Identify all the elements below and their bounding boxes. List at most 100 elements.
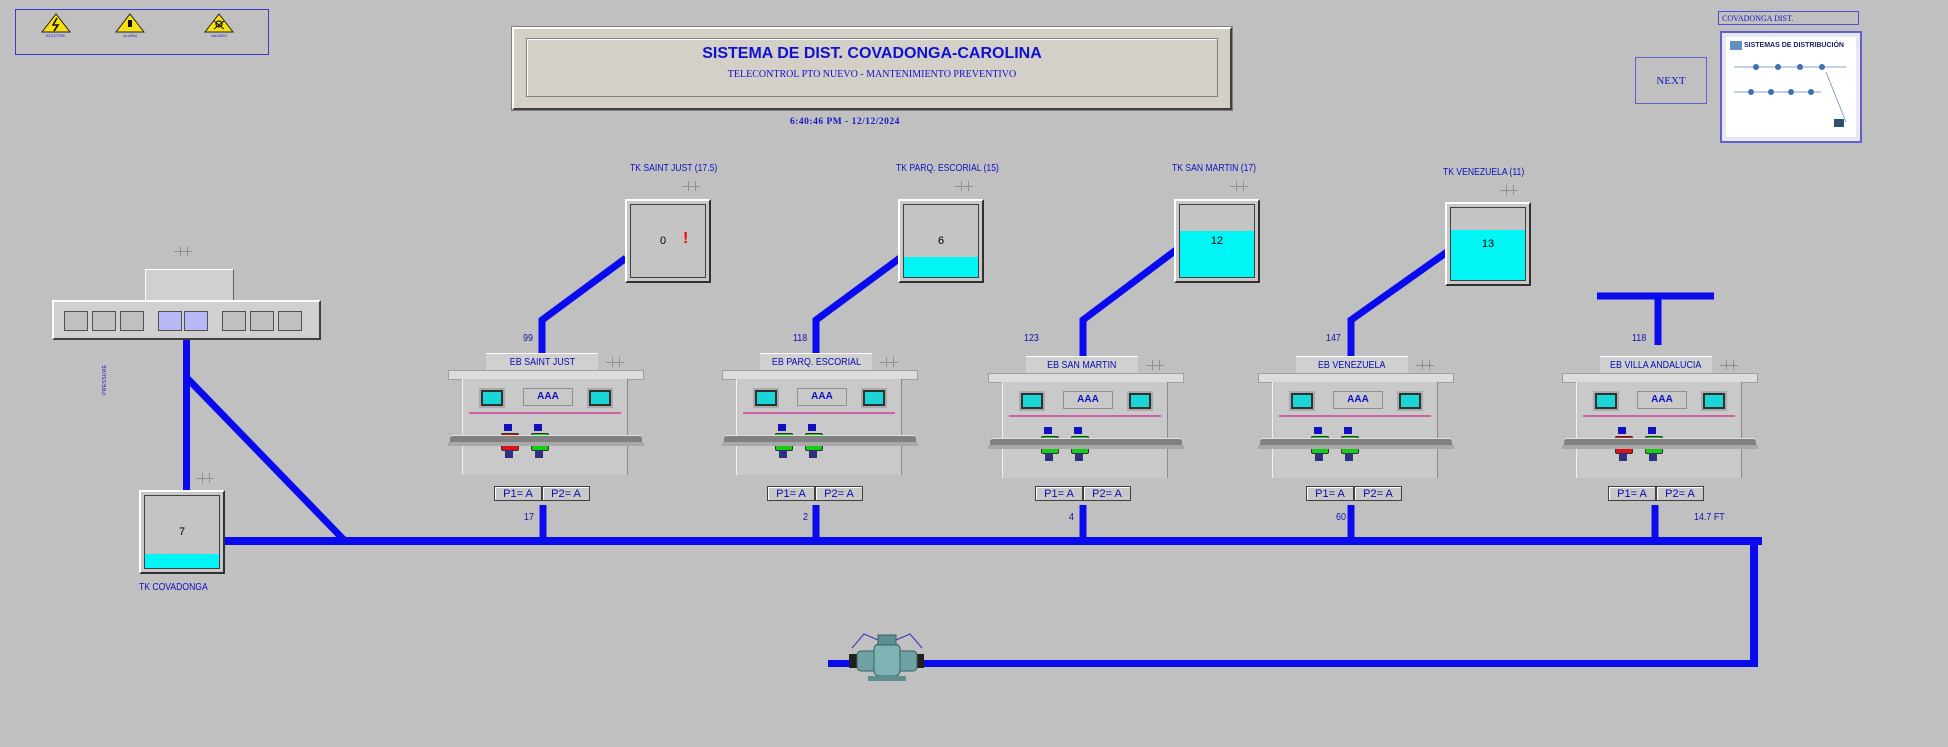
controller-key[interactable] — [222, 311, 246, 331]
station-name: EB SAN MARTIN — [1026, 356, 1138, 374]
tank-level-value: 12 — [1210, 235, 1224, 247]
controller-key[interactable] — [64, 311, 88, 331]
pump2-status[interactable]: P2= A — [1656, 486, 1704, 501]
tank-venezuela[interactable]: 13 — [1445, 202, 1531, 286]
main-header-pipe — [222, 537, 1762, 545]
tank-title: TK SAN MARTIN (17) — [1172, 162, 1257, 174]
alarm-warning-icon — [115, 13, 145, 33]
pump1-status[interactable]: P1= A — [1035, 486, 1083, 501]
tank-parq-escorial[interactable]: 6 — [898, 199, 984, 283]
tank-level-fill — [1180, 230, 1254, 277]
alarm-warning: ALARM — [110, 13, 150, 39]
controller-key[interactable] — [250, 311, 274, 331]
pipe-segment — [1750, 537, 1758, 667]
station-flow-value: 118 — [1632, 332, 1647, 344]
pump2-status[interactable]: P2= A — [542, 486, 590, 501]
tank-level-fill — [904, 256, 978, 277]
tank-san-martin[interactable]: 12 — [1174, 199, 1260, 283]
station-screen — [1593, 391, 1619, 411]
thumbnail-label: COVADONGA DIST. — [1718, 11, 1859, 25]
station-screen — [479, 388, 505, 408]
alert-indicator: ! — [683, 230, 689, 247]
station-screen — [861, 388, 887, 408]
tank-level-fill — [145, 553, 219, 568]
station-screen — [1289, 391, 1315, 411]
station-output-value: 14.7 FT — [1694, 511, 1725, 523]
pump-station[interactable]: EB PARQ. ESCORIAL AAA — [722, 353, 918, 477]
toxic-hazard-warning: HAZARD — [199, 13, 239, 39]
station-panel-label: AAA — [1637, 391, 1687, 409]
station-output-value: 17 — [524, 511, 534, 523]
tank-title: TK SAINT JUST (17.5) — [630, 162, 718, 174]
station-name: EB VILLA ANDALUCIA — [1600, 356, 1712, 374]
station-screen — [1397, 391, 1423, 411]
station-name: EB SAINT JUST — [486, 353, 598, 371]
station-screen — [1127, 391, 1153, 411]
vertical-label: PRESSURE — [102, 364, 108, 395]
tank-title: TK PARQ. ESCORIAL (15) — [896, 162, 999, 174]
station-screen — [753, 388, 779, 408]
high-voltage-warning: ELECTRIC — [36, 13, 76, 39]
station-flow-value: 118 — [793, 332, 808, 344]
pump-station[interactable]: EB VILLA ANDALUCIA AAA — [1562, 356, 1758, 480]
station-panel-label: AAA — [1063, 391, 1113, 409]
pump2-status[interactable]: P2= A — [815, 486, 863, 501]
station-output-value: 2 — [803, 511, 808, 523]
page-title: SISTEMA DE DIST. COVADONGA-CAROLINA — [702, 45, 1042, 62]
tank-level-fill — [1451, 229, 1525, 280]
station-panel-label: AAA — [1333, 391, 1383, 409]
pump1-status[interactable]: P1= A — [1608, 486, 1656, 501]
station-flow-value: 99 — [523, 332, 533, 344]
tank-saint-just[interactable]: 0 ! — [625, 199, 711, 283]
check-valve-icon[interactable] — [844, 626, 929, 684]
station-screen — [1701, 391, 1727, 411]
thumbnail-title: SISTEMAS DE DISTRIBUCIÓN — [1744, 42, 1844, 49]
station-screen — [1019, 391, 1045, 411]
station-panel-label: AAA — [523, 388, 573, 406]
controller-unit — [52, 300, 321, 340]
pump2-status[interactable]: P2= A — [1354, 486, 1402, 501]
clock-readout: 6:40:46 PM - 12/12/2024 — [790, 117, 900, 127]
tank-title: TK VENEZUELA (11) — [1443, 166, 1525, 178]
station-output-value: 4 — [1069, 511, 1074, 523]
station-flow-value: 147 — [1326, 332, 1341, 344]
grid-marker — [196, 473, 214, 483]
station-name: EB VENEZUELA — [1296, 356, 1408, 374]
title-panel: SISTEMA DE DIST. COVADONGA-CAROLINA TELE… — [512, 27, 1232, 110]
controller-key[interactable] — [92, 311, 116, 331]
grid-marker — [1500, 185, 1518, 195]
pump-station[interactable]: EB VENEZUELA AAA — [1258, 356, 1454, 480]
tank-level-value: 6 — [937, 235, 945, 247]
next-button[interactable]: NEXT — [1635, 57, 1707, 104]
station-name: EB PARQ. ESCORIAL — [760, 353, 872, 371]
tank-covadonga[interactable]: 7 — [139, 490, 225, 574]
tank-title: TK COVADONGA — [139, 581, 208, 593]
pump-station[interactable]: EB SAN MARTIN AAA — [988, 356, 1184, 480]
grid-marker — [174, 246, 192, 256]
toxic-hazard-warning-icon — [204, 13, 234, 33]
pump1-status[interactable]: P1= A — [767, 486, 815, 501]
grid-marker — [682, 181, 700, 191]
high-voltage-warning-icon — [41, 13, 71, 33]
pump2-status[interactable]: P2= A — [1083, 486, 1131, 501]
network-diagram-icon — [1730, 41, 1847, 127]
station-flow-value: 123 — [1024, 332, 1039, 344]
page-subtitle: TELECONTROL PTO NUEVO - MANTENIMIENTO PR… — [727, 69, 1017, 80]
pipe-segment — [183, 336, 190, 491]
controller-key[interactable] — [120, 311, 144, 331]
station-output-value: 60 — [1336, 511, 1346, 523]
pump1-status[interactable]: P1= A — [1306, 486, 1354, 501]
grid-marker — [1230, 181, 1248, 191]
station-panel-label: AAA — [797, 388, 847, 406]
controller-key[interactable] — [278, 311, 302, 331]
pump-station[interactable]: EB SAINT JUST AAA — [448, 353, 644, 477]
station-screen — [587, 388, 613, 408]
tank-level-value: 7 — [178, 526, 186, 538]
controller-key-selected[interactable] — [184, 311, 208, 331]
pump1-status[interactable]: P1= A — [494, 486, 542, 501]
tank-level-value: 13 — [1481, 238, 1495, 250]
distribution-thumbnail[interactable]: SISTEMAS DE DISTRIBUCIÓN — [1720, 31, 1862, 143]
controller-key-selected[interactable] — [158, 311, 182, 331]
warning-legend: ELECTRIC ALARM HAZARD — [15, 9, 269, 55]
